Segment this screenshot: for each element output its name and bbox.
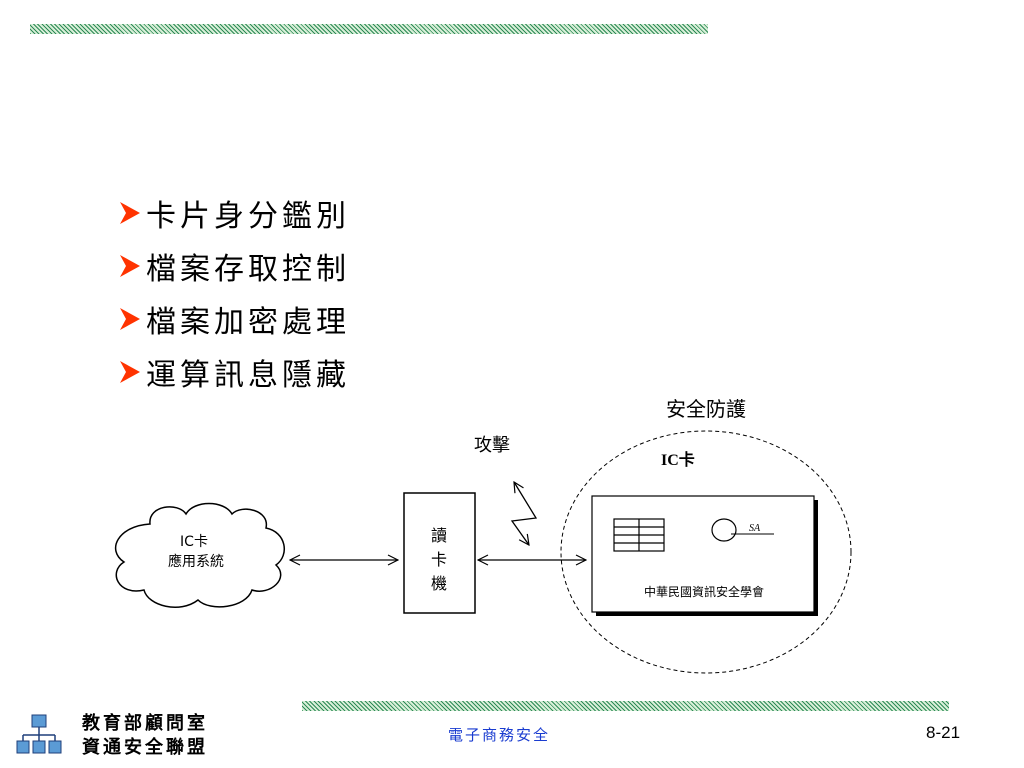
attack-zigzag-arrow xyxy=(510,482,538,545)
logo-text: SA xyxy=(749,523,761,534)
card-org-name: 中華民國資訊安全學會 xyxy=(644,584,764,599)
bullet-text: 卡片身分鑑別 xyxy=(146,198,350,234)
footer-title: 電子商務安全 xyxy=(448,726,551,744)
bullet-item: 運算訊息隱藏 xyxy=(118,345,350,398)
security-protection-boundary xyxy=(560,430,852,674)
bullet-item: 檔案存取控制 xyxy=(118,239,350,292)
card-reader-box xyxy=(403,492,476,614)
top-decorative-band xyxy=(30,24,708,34)
cloud-label-line: 應用系統 xyxy=(168,553,224,570)
ic-card-diagram: IC卡 應用系統 讀 卡 機 攻擊 安全防護 IC卡 SA 中華民國資訊安全學會 xyxy=(114,397,852,674)
bullet-item: 卡片身分鑑別 xyxy=(118,186,350,239)
reader-label-char: 機 xyxy=(431,574,447,593)
reader-label-char: 讀 xyxy=(431,526,447,545)
cloud-label-line: IC卡 xyxy=(180,534,208,550)
ic-card xyxy=(591,495,815,613)
bullet-arrow-icon xyxy=(120,360,140,383)
chip-contacts-icon xyxy=(613,518,665,552)
attack-label: 攻擊 xyxy=(474,435,510,456)
bottom-decorative-band xyxy=(302,701,949,711)
bullet-text: 檔案存取控制 xyxy=(146,251,350,287)
bullet-text: 檔案加密處理 xyxy=(146,304,350,340)
reader-label-char: 卡 xyxy=(431,550,447,569)
page-number: 8-21 xyxy=(926,723,961,742)
bullet-list: 卡片身分鑑別 檔案存取控制 檔案加密處理 運算訊息隱藏 xyxy=(118,186,350,398)
bullet-text: 運算訊息隱藏 xyxy=(146,357,350,393)
bullet-arrow-icon xyxy=(120,254,140,277)
protection-label: 安全防護 xyxy=(666,397,746,421)
application-system-cloud xyxy=(114,502,286,608)
ic-card-title: IC卡 xyxy=(661,450,695,469)
bullet-item: 檔案加密處理 xyxy=(118,292,350,345)
network-logo-icon xyxy=(16,714,62,754)
bullet-arrow-icon xyxy=(120,201,140,224)
bullet-arrow-icon xyxy=(120,307,140,330)
organization-name: 教育部顧問室 資通安全聯盟 xyxy=(82,712,208,760)
organization-line: 資通安全聯盟 xyxy=(82,737,208,758)
isa-logo-icon: SA xyxy=(711,518,774,542)
organization-line: 教育部顧問室 xyxy=(82,713,208,734)
